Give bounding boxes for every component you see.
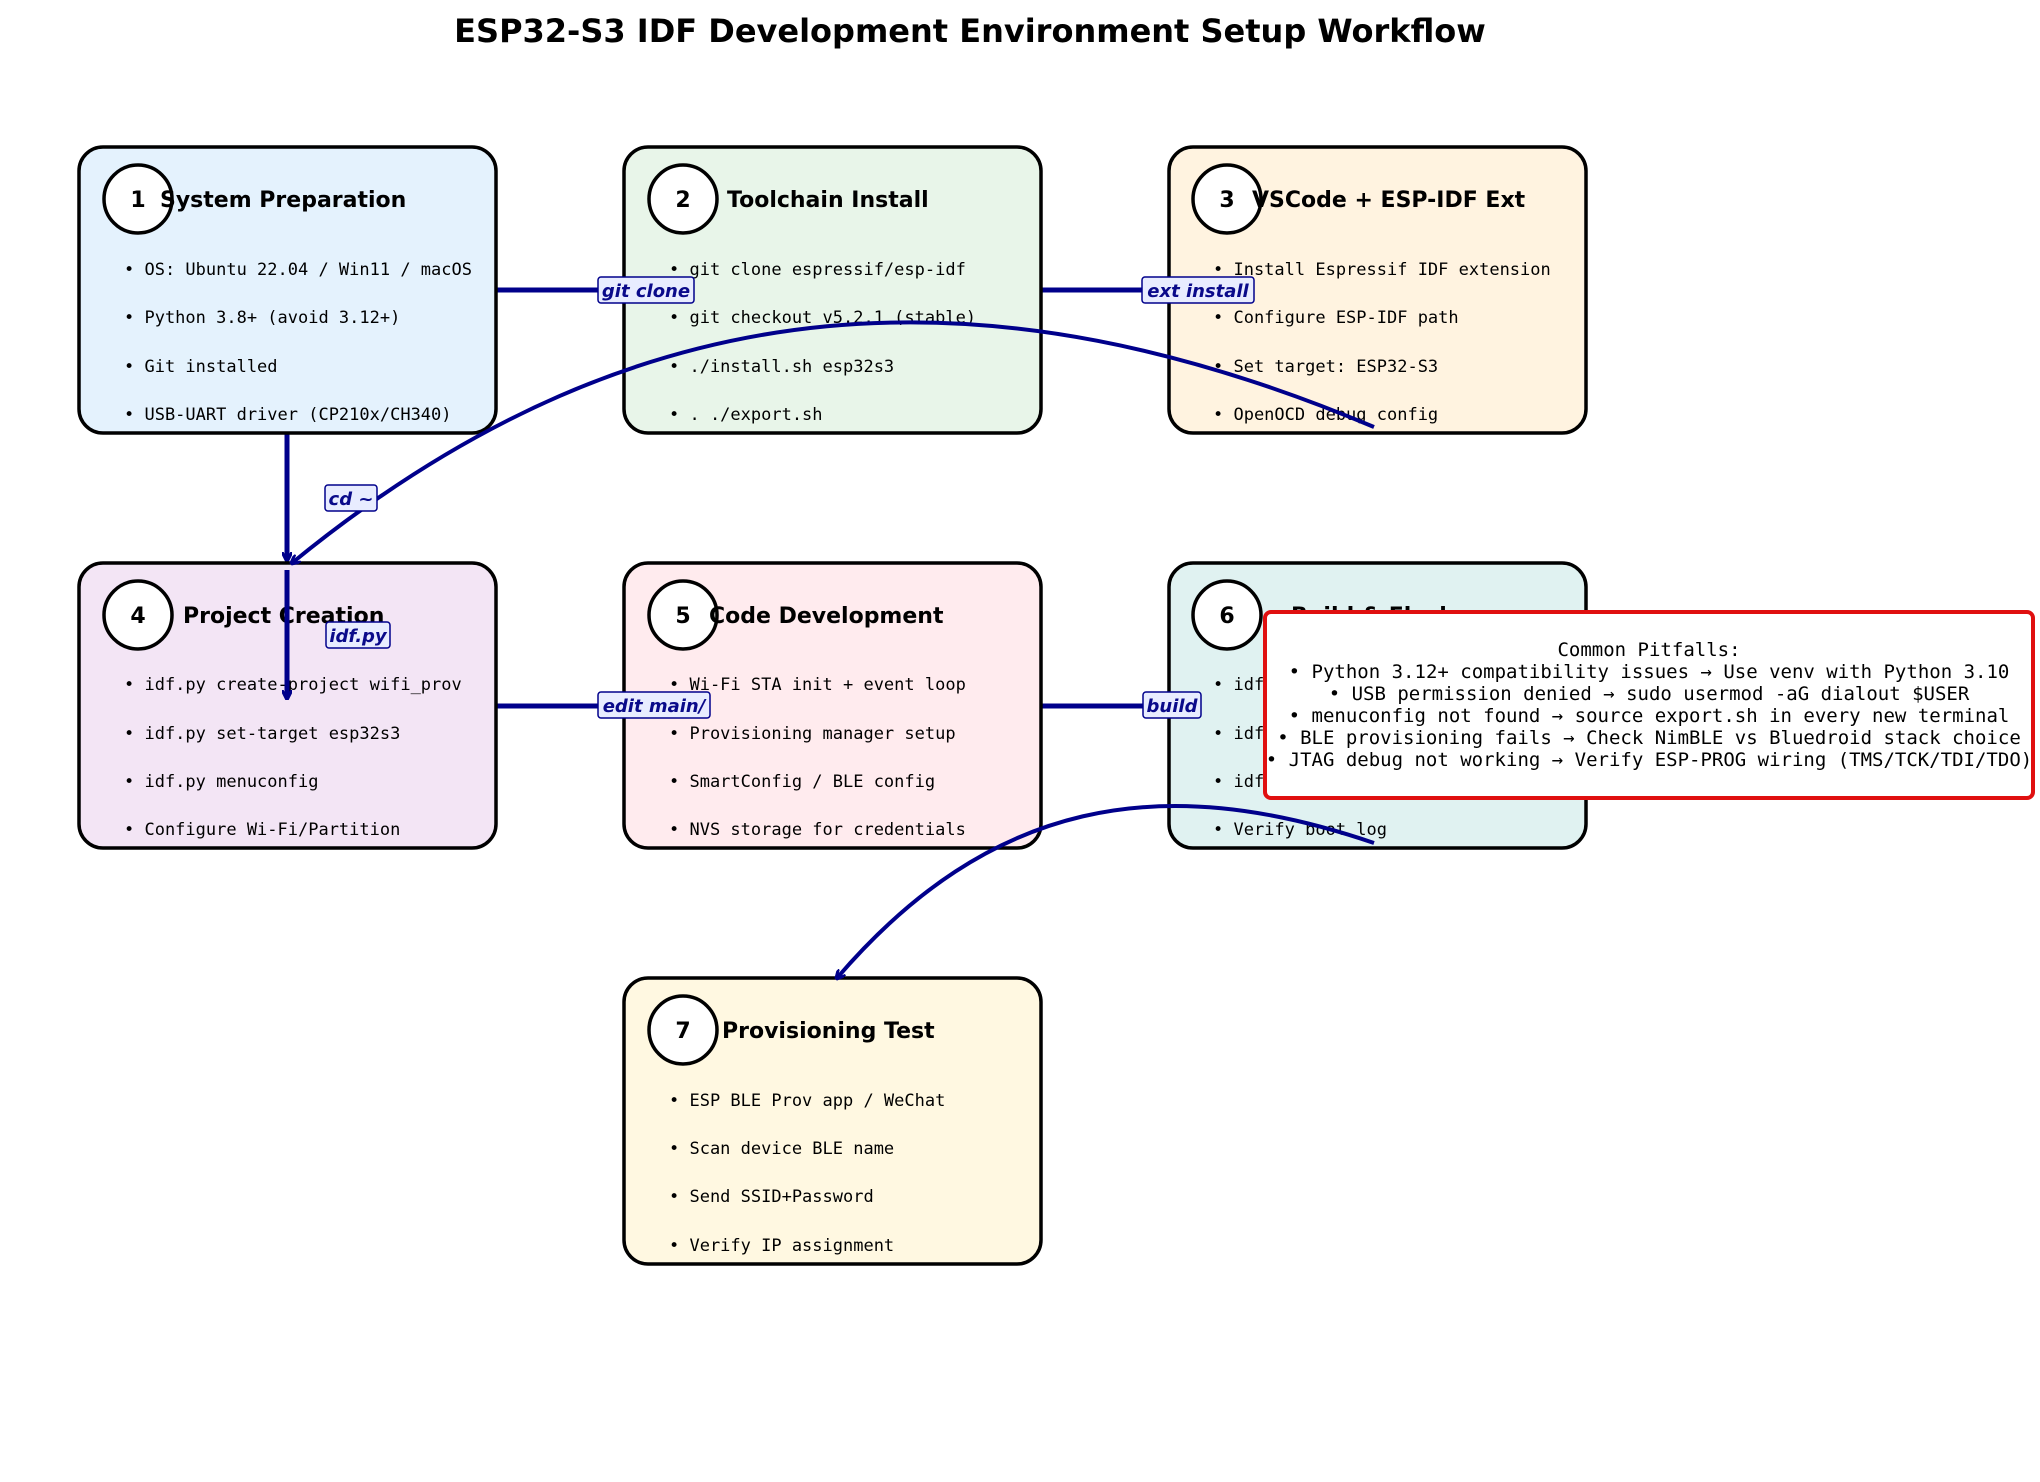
step-number-badge — [647, 994, 719, 1066]
step-item: • idf.py create-project wifi_prov — [124, 675, 462, 695]
step-number-badge — [1191, 163, 1263, 235]
pitfall-item: • BLE provisioning fails → Check NimBLE … — [1277, 727, 2021, 749]
pitfalls-callout: Common Pitfalls: • Python 3.12+ compatib… — [1263, 610, 2035, 800]
overlay-arrows — [287, 320, 1375, 978]
edge-label-text: build — [1147, 696, 1199, 717]
step-box-2: 2 Toolchain Install • git clone espressi… — [622, 145, 1043, 435]
step-box-1: 1 System Preparation • OS: Ubuntu 22.04 … — [77, 145, 498, 435]
step-item: • idf.py menuconfig — [124, 772, 318, 792]
arrow-3-to-4 — [292, 320, 1375, 563]
step-title: VSCode + ESP-IDF Ext — [1252, 188, 1526, 213]
step-item: • Git installed — [124, 357, 278, 377]
step-item: • git clone espressif/esp-idf — [669, 260, 966, 280]
edge-label-ext-install: ext install — [1141, 276, 1255, 304]
step-number-badge — [1191, 579, 1263, 651]
edge-label-text: git clone — [602, 281, 690, 302]
step-number: 4 — [130, 604, 145, 629]
step-item: • Send SSID+Password — [669, 1187, 874, 1207]
step-item: • NVS storage for credentials — [669, 820, 966, 840]
edge-label-edit-main: edit main/ — [597, 691, 711, 719]
edge-label-text: cd ~ — [329, 489, 374, 510]
pitfalls-box — [1263, 610, 2035, 800]
step-box-3: 3 VSCode + ESP-IDF Ext • Install Espress… — [1167, 145, 1588, 435]
step-item: • Scan device BLE name — [669, 1139, 894, 1159]
step-item: • Python 3.8+ (avoid 3.12+) — [124, 308, 400, 328]
step-number-badge — [647, 163, 719, 235]
arrow-6-to-7 — [837, 804, 1375, 978]
step-item: • OS: Ubuntu 22.04 / Win11 / macOS — [124, 260, 472, 280]
step-number: 2 — [675, 188, 690, 213]
step-item: • Configure ESP-IDF path — [1213, 308, 1459, 328]
step-item: • Wi-Fi STA init + event loop — [669, 675, 966, 695]
edge-label-build: build — [1142, 691, 1202, 719]
pitfall-item: • Python 3.12+ compatibility issues → Us… — [1289, 661, 2010, 683]
step-number: 5 — [675, 604, 690, 629]
pitfall-item: • menuconfig not found → source export.s… — [1289, 705, 2010, 727]
step-title: System Preparation — [160, 188, 406, 213]
edge-label-git-clone: git clone — [597, 276, 695, 304]
step-item: • ESP BLE Prov app / WeChat — [669, 1091, 945, 1111]
edge-label-cd: cd ~ — [324, 484, 378, 512]
pitfalls-heading: Common Pitfalls: — [1557, 639, 1740, 661]
step-item: • . ./export.sh — [669, 405, 823, 425]
step-item: • Install Espressif IDF extension — [1213, 260, 1551, 280]
step-title: Code Development — [709, 604, 944, 629]
step-number-badge — [647, 579, 719, 651]
step-item: • Provisioning manager setup — [669, 724, 956, 744]
edge-label-idf-py: idf.py — [325, 621, 391, 649]
diagram-title: ESP32-S3 IDF Development Environment Set… — [454, 12, 1486, 50]
step-number-badge — [102, 579, 174, 651]
step-item: • USB-UART driver (CP210x/CH340) — [124, 405, 452, 425]
step-item: • SmartConfig / BLE config — [669, 772, 935, 792]
step-box-5: 5 Code Development • Wi-Fi STA init + ev… — [622, 561, 1043, 850]
step-item: • Set target: ESP32-S3 — [1213, 357, 1438, 377]
step-number: 7 — [675, 1019, 690, 1044]
step-box-4-frame — [77, 561, 498, 850]
step-number: 3 — [1219, 188, 1234, 213]
edge-label-text: edit main/ — [603, 696, 707, 717]
pitfall-item: • JTAG debug not working → Verify ESP-PR… — [1266, 749, 2032, 771]
step-item: • Verify IP assignment — [669, 1236, 894, 1256]
step-item: • Configure Wi-Fi/Partition — [124, 820, 400, 840]
step-box-4: 4 Project Creation • idf.py create-proje… — [77, 561, 498, 850]
step-box-7: 7 Provisioning Test • ESP BLE Prov app /… — [622, 976, 1043, 1266]
edge-label-text: ext install — [1147, 281, 1249, 302]
edge-label-text: idf.py — [329, 626, 388, 647]
step-number-badge — [102, 163, 174, 235]
step-title: Provisioning Test — [722, 1019, 935, 1044]
step-title: Toolchain Install — [727, 188, 929, 213]
pitfall-item: • USB permission denied → sudo usermod -… — [1329, 683, 1970, 705]
step-number: 1 — [130, 188, 145, 213]
step-item: • OpenOCD debug config — [1213, 405, 1438, 425]
step-item: • ./install.sh esp32s3 — [669, 357, 894, 377]
step-box-1-frame — [77, 145, 498, 435]
step-box-7-frame — [622, 976, 1043, 1266]
step-item: • idf.py set-target esp32s3 — [124, 724, 400, 744]
step-number: 6 — [1219, 604, 1234, 629]
